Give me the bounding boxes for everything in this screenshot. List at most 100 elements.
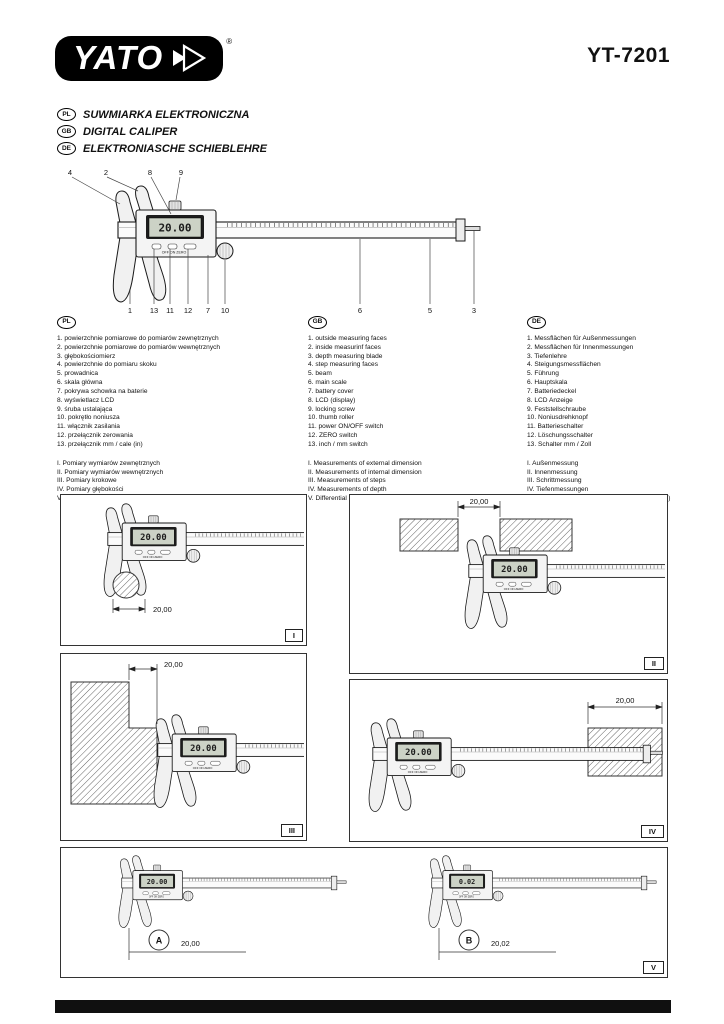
balloon-a [148, 929, 170, 951]
list-item: 9. locking screw [308, 405, 355, 413]
list-item: 3. depth measuring blade [308, 352, 383, 360]
dimension-label: 20,00 [153, 605, 172, 614]
list-item: 9. śruba ustalająca [57, 405, 113, 413]
balloon-letter-b: B [466, 936, 473, 946]
figure-i-drawing: 20.00 20,00 [102, 502, 304, 614]
list-item: 12. Löschungsschalter [527, 432, 593, 440]
figure-iii-drawing: 20.00 20,00 [70, 660, 304, 810]
logo-pill: YATO [55, 36, 224, 81]
callout-number: 2 [104, 168, 108, 177]
list-item: 11. włącznik zasilania [57, 423, 120, 431]
lcd-value-a: 20.00 [147, 878, 168, 886]
callout-number: 7 [206, 306, 210, 314]
list-item: 13. Schalter mm / Zoll [527, 440, 592, 448]
lang-badge-gb: GB [57, 125, 76, 138]
balloon-b [458, 929, 480, 951]
dimension-label-b: 20,02 [491, 939, 510, 948]
list-item: III. Pomiary krokowe [57, 477, 117, 485]
product-title-de: ELEKTRONIASCHE SCHIEBLEHRE [83, 142, 267, 155]
dimension-label: 20,00 [616, 696, 635, 705]
callout-number: 1 [128, 306, 132, 314]
list-item: 5. Führung [527, 370, 559, 378]
dimension-lines [587, 702, 663, 724]
list-item: I. Measurements of external dimension [308, 459, 422, 467]
list-item: 8. wyświetlacz LCD [57, 396, 115, 404]
list-item: 13. inch / mm switch [308, 440, 368, 448]
callout-number: 8 [148, 168, 152, 177]
list-item: 12. przełącznik zerowania [57, 432, 133, 440]
figure-inside-measurement: 20.00 20,00 II [349, 494, 668, 674]
list-item: 11. power ON/OFF switch [308, 423, 384, 431]
title-row-pl: PL SUWMIARKA ELEKTRONICZNA [57, 108, 267, 121]
list-item: 10. Noniusdrehknopf [527, 414, 588, 422]
callout-number: 12 [184, 306, 192, 314]
figure-label-ii: II [643, 657, 664, 670]
list-item: 5. prowadnica [57, 370, 99, 378]
dimension-lines [457, 501, 501, 517]
list-item: 13. przełącznik mm / cale (in) [57, 440, 143, 448]
lang-badge-de-list: DE [527, 316, 546, 329]
lang-badge-pl-list: PL [57, 316, 76, 329]
list-item: 8. LCD Anzeige [527, 396, 573, 404]
list-item: 2. inside measurinf faces [308, 343, 381, 351]
dimension-lines [128, 664, 158, 724]
measured-workpiece [499, 518, 573, 552]
lcd-value: 20.00 [405, 748, 431, 758]
brand-name: YATO [73, 39, 164, 76]
list-item: 4. powierzchnie do pomiaru skoku [57, 361, 157, 369]
lang-badge-de: DE [57, 142, 76, 155]
brand-logo: YATO ® [55, 36, 232, 81]
measured-workpiece [70, 681, 158, 805]
figure-label-iii: III [280, 824, 303, 837]
callout-number: 13 [150, 306, 158, 314]
list-item: 10. thumb roller [308, 414, 354, 422]
list-item: 6. main scale [308, 379, 347, 387]
list-item: 7. Batteriedeckel [527, 387, 577, 395]
dimension-lines [128, 928, 556, 960]
figure-differential-measurement: 20.00 0.02 A 20,00 B 20,02 V [60, 847, 668, 978]
callout-number: 10 [221, 306, 229, 314]
title-row-gb: GB DIGITAL CALIPER [57, 125, 267, 138]
parts-list-pl: 1. powierzchnie pomiarowe do pomiarów ze… [57, 335, 307, 450]
list-item: 4. Steigungsmessflächen [527, 361, 601, 369]
figure-v-drawing: 20.00 0.02 A 20,00 B 20,02 [117, 854, 658, 960]
lcd-value: 20.00 [158, 222, 191, 235]
figure-depth-measurement: 20.00 20,00 IV [349, 679, 668, 842]
list-item: IV. Pomiary głębokości [57, 486, 124, 494]
callout-lines [71, 176, 475, 304]
list-item: 1. Messflächen für Außenmessungen [527, 335, 636, 342]
lcd-value: 20.00 [140, 533, 166, 543]
caliper-drawing: 20.00 [111, 184, 483, 304]
list-item: 1. outside measuring faces [308, 335, 387, 342]
list-item: 2. powierzchnie pomiarowe do pomiarów we… [57, 343, 221, 351]
lcd-value-b: 0.02 [459, 878, 475, 886]
list-item: 12. ZERO switch [308, 432, 358, 440]
measured-workpiece [112, 571, 140, 599]
list-item: III. Measurements of steps [308, 477, 386, 485]
title-row-de: DE ELEKTRONIASCHE SCHIEBLEHRE [57, 142, 267, 155]
dimension-label: 20,00 [164, 660, 183, 669]
model-number: YT-7201 [587, 44, 670, 67]
list-item: II. Measurements of internal dimension [308, 468, 422, 476]
list-item: II. Innenmessung [527, 468, 578, 476]
list-item: 3. Tiefenlehre [527, 352, 567, 360]
callout-number: 4 [68, 168, 72, 177]
list-item: 1. powierzchnie pomiarowe do pomiarów ze… [57, 335, 219, 342]
measured-workpiece [399, 518, 459, 552]
product-title-pl: SUWMIARKA ELEKTRONICZNA [83, 108, 250, 121]
lang-badge-gb-list: GB [308, 316, 327, 329]
list-item: 3. głębokościomierz [57, 352, 116, 360]
lcd-value: 20.00 [501, 565, 527, 575]
list-item: IV. Measurements of depth [308, 486, 387, 494]
parts-column-pl: PL 1. powierzchnie pomiarowe do pomiarów… [57, 316, 307, 504]
callout-number: 6 [358, 306, 362, 314]
figure-label-v: V [642, 961, 664, 974]
balloon-letter-a: A [156, 936, 163, 946]
list-item: 6. skala główna [57, 379, 103, 387]
callout-number: 9 [179, 168, 183, 177]
list-item: II. Pomiary wymiarów wewnętrznych [57, 468, 164, 476]
